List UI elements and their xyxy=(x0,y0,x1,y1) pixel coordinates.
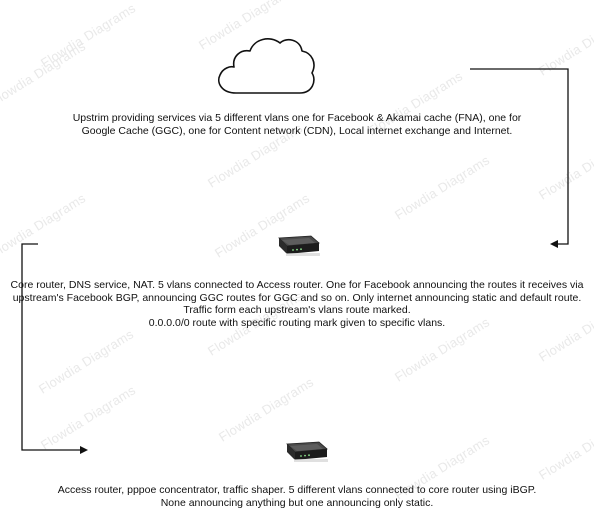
cloud-description-line: Google Cache (GGC), one for Content netw… xyxy=(0,125,594,138)
core-router-description-line: Traffic form each upstream's vlans route… xyxy=(0,304,594,317)
core-router-description: Core router, DNS service, NAT. 5 vlans c… xyxy=(0,279,594,329)
connector-core-to-access xyxy=(22,244,86,450)
access-router-description: Access router, pppoe concentrator, traff… xyxy=(0,484,594,509)
connector-cloud-to-core xyxy=(470,69,568,244)
core-router-description-line: 0.0.0.0/0 route with specific routing ma… xyxy=(0,317,594,330)
router-icon xyxy=(281,440,329,464)
cloud-icon xyxy=(214,33,318,99)
cloud-description: Upstrim providing services via 5 differe… xyxy=(0,112,594,137)
router-icon xyxy=(273,234,321,258)
access-router-description-line: None announcing anything but one announc… xyxy=(0,497,594,509)
access-router-description-line: Access router, pppoe concentrator, traff… xyxy=(0,484,594,497)
cloud-description-line: Upstrim providing services via 5 differe… xyxy=(0,112,594,125)
core-router-description-line: Core router, DNS service, NAT. 5 vlans c… xyxy=(0,279,594,292)
core-router-description-line: upstream's Facebook BGP, announcing GGC … xyxy=(0,292,594,305)
